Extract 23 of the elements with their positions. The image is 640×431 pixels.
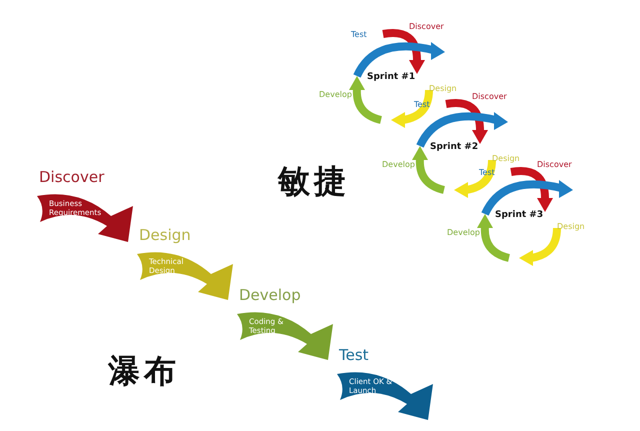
phase-label: Design (429, 84, 457, 93)
cycle-title: Sprint #1 (367, 72, 416, 82)
phase-banner (135, 226, 234, 302)
phase-label: Design (557, 222, 585, 231)
phase-heading: Design (139, 226, 191, 244)
phase-label: Discover (472, 92, 507, 101)
phase-label: Develop (319, 90, 352, 99)
phase-banner (235, 286, 334, 362)
phase-heading: Develop (239, 286, 301, 304)
phase-label: Test (351, 30, 367, 39)
method-label: 敏捷 (278, 161, 350, 202)
phase-label: Develop (382, 160, 415, 169)
method-label: 瀑布 (108, 351, 180, 392)
cycle-title: Sprint #2 (430, 142, 478, 152)
phase-label: Discover (409, 22, 444, 31)
phase-label: Discover (537, 160, 572, 169)
phase-banner (335, 346, 434, 422)
phase-label: Design (492, 154, 520, 163)
cycle-title: Sprint #3 (495, 210, 544, 220)
phase-heading: Discover (39, 168, 104, 186)
phase-banner (35, 168, 134, 244)
phase-label: Develop (447, 228, 480, 237)
phase-heading: Test (339, 346, 369, 364)
